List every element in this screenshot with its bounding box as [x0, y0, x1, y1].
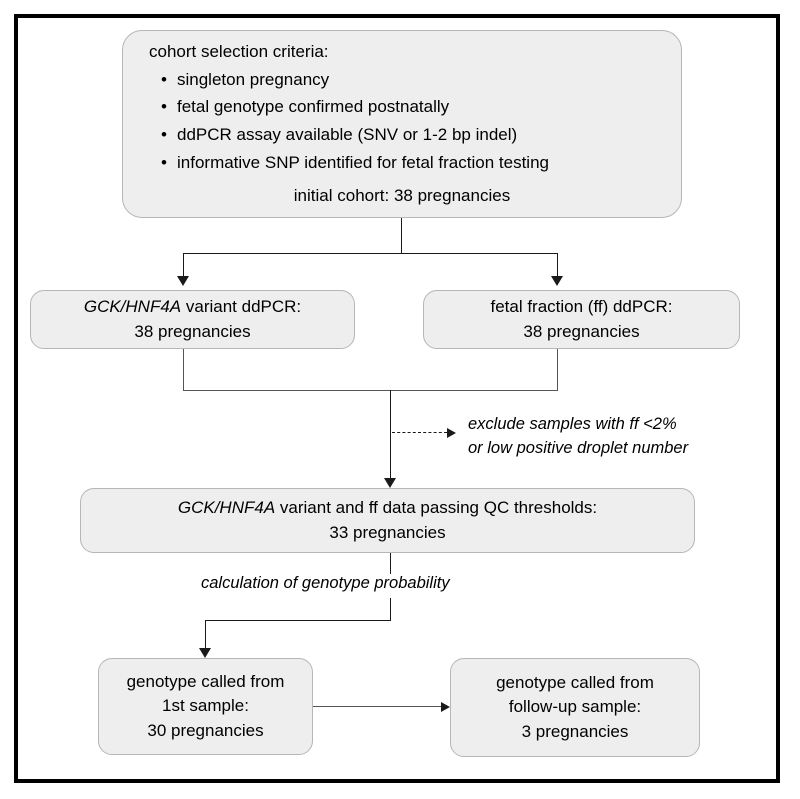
criteria-list: • singleton pregnancy • fetal genotype con…: [149, 66, 681, 176]
followup-sample-line1: genotype called from: [496, 673, 654, 693]
box-fetal-fraction-ddpcr: fetal fraction (ff) ddPCR: 38 pregnancie…: [423, 290, 740, 349]
connector-merge-stem: [390, 390, 391, 478]
ff-ddpcr-count: 38 pregnancies: [523, 321, 640, 341]
bullet-icon: •: [161, 152, 167, 172]
note-exclude-line2: or low positive droplet number: [468, 438, 689, 457]
bullet-icon: •: [161, 125, 167, 144]
connector-criteria-stem: [401, 218, 402, 254]
first-sample-line1: genotype called from: [126, 672, 285, 692]
bullet-icon: •: [161, 69, 167, 89]
qc-title: GCK/HNF4A variant and ff data passing QC…: [178, 496, 597, 520]
connector-ff-down: [557, 349, 558, 391]
box-qc-passing: GCK/HNF4A variant and ff data passing QC…: [80, 488, 695, 553]
bullet-icon: •: [161, 97, 167, 117]
criteria-item-text: ddPCR assay available (SNV or 1-2 bp ind…: [177, 125, 518, 144]
connector-to-variant-box: [183, 253, 184, 276]
box-genotype-first-sample: genotype called from 1st sample: 30 preg…: [98, 658, 313, 755]
qc-count: 33 pregnancies: [329, 522, 446, 542]
criteria-item-text: singleton pregnancy: [177, 69, 330, 89]
arrowhead-to-variant-box: [177, 276, 189, 286]
connector-to-ff-box: [557, 253, 558, 276]
note-exclude-samples: exclude samples with ff <2% or low posit…: [468, 413, 688, 461]
criteria-footer-count: initial cohort: 38 pregnancies: [293, 186, 511, 206]
variant-ddpcr-title-rest: variant ddPCR:: [181, 297, 302, 317]
arrowhead-exclude: [447, 428, 456, 438]
arrowhead-to-first-sample-box: [199, 648, 211, 658]
first-sample-line2: 1st sample:: [162, 696, 249, 716]
criteria-heading: cohort selection criteria:: [149, 41, 329, 61]
note-exclude-line1: exclude samples with ff <2%: [468, 415, 677, 433]
figure-border: [14, 14, 780, 783]
criteria-item-text: fetal genotype confirmed postnatally: [177, 97, 450, 117]
arrowhead-to-qc-box: [384, 478, 396, 488]
connector-exclude-dashed: [392, 432, 447, 433]
list-item: • ddPCR assay available (SNV or 1-2 bp in…: [161, 121, 681, 149]
qc-title-rest: variant and ff data passing QC threshold…: [275, 498, 598, 518]
gene-names-italic: GCK/HNF4A: [83, 297, 182, 317]
box-variant-ddpcr: GCK/HNF4A variant ddPCR: 38 pregnancies: [30, 290, 355, 349]
list-item: • informative SNP identified for fetal fr…: [161, 149, 681, 177]
criteria-item-text: informative SNP identified for fetal fra…: [177, 152, 549, 172]
box-cohort-selection-criteria: cohort selection criteria: • singleton pr…: [122, 30, 682, 218]
connector-qc-to-first-horizontal: [205, 620, 391, 621]
variant-ddpcr-count: 38 pregnancies: [134, 321, 251, 341]
arrowhead-to-ff-box: [551, 276, 563, 286]
ff-ddpcr-title: fetal fraction (ff) ddPCR:: [490, 297, 673, 317]
connector-qc-to-first-vertical: [205, 620, 206, 648]
connector-first-to-followup: [313, 706, 441, 707]
list-item: • fetal genotype confirmed postnatally: [161, 93, 681, 121]
connector-qc-stem-lower: [390, 598, 391, 621]
followup-sample-line2: follow-up sample:: [508, 697, 642, 717]
box-genotype-followup-sample: genotype called from follow-up sample: 3…: [450, 658, 700, 757]
gene-names-italic: GCK/HNF4A: [177, 498, 276, 518]
connector-variant-down: [183, 349, 184, 391]
variant-ddpcr-title: GCK/HNF4A variant ddPCR:: [84, 295, 301, 319]
connector-split-horizontal: [183, 253, 558, 254]
connector-merge-horizontal: [183, 390, 558, 391]
connector-qc-stem-upper: [390, 553, 391, 575]
first-sample-count: 30 pregnancies: [147, 720, 264, 740]
label-calculation-of-genotype-probability: calculation of genotype probability: [196, 574, 455, 593]
arrowhead-to-followup-box: [441, 702, 450, 712]
list-item: • singleton pregnancy: [161, 66, 681, 94]
followup-sample-count: 3 pregnancies: [521, 721, 629, 741]
